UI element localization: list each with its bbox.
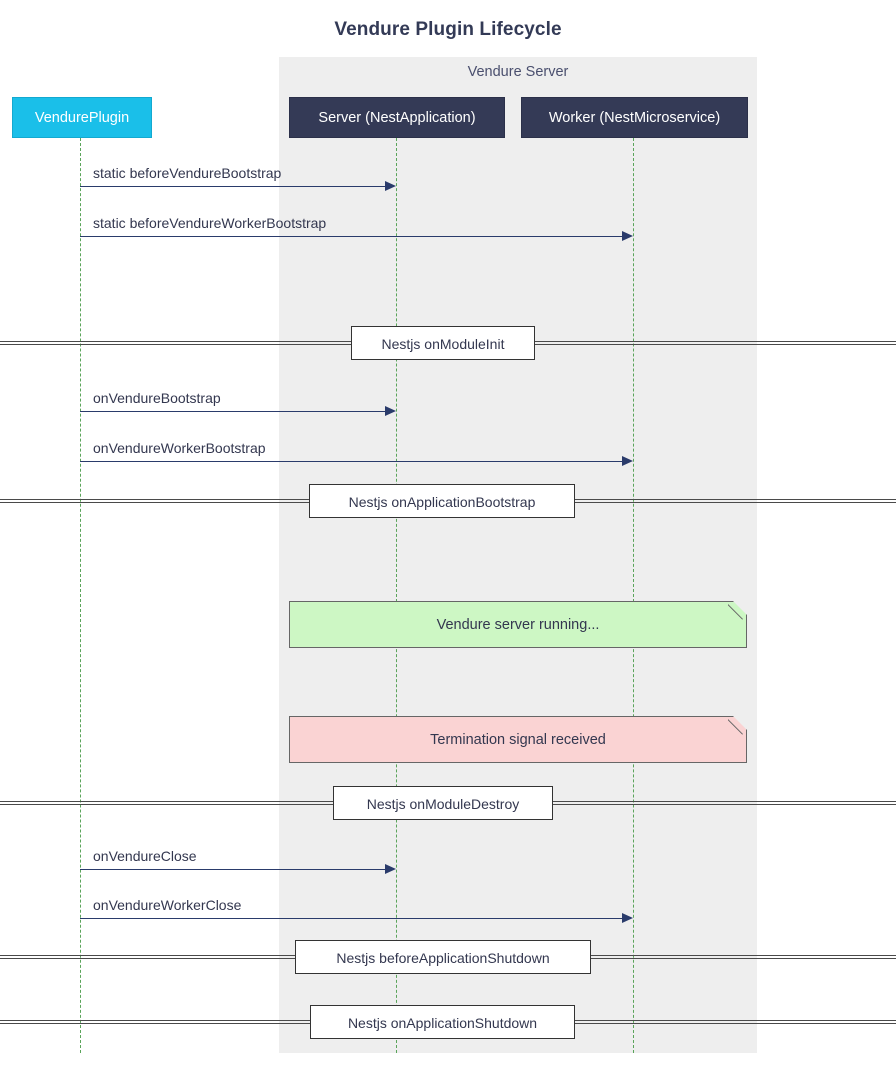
actor-box-worker[interactable]: Worker (NestMicroservice) — [521, 97, 748, 138]
divider-4: Nestjs onApplicationShutdown — [0, 1005, 896, 1039]
arrow-head-icon — [622, 913, 633, 923]
note-fold-edge-icon — [728, 716, 747, 735]
message-line — [80, 186, 387, 187]
actor-box-server[interactable]: Server (NestApplication) — [289, 97, 505, 138]
lifeline-plugin — [80, 138, 81, 1053]
message-label: onVendureWorkerClose — [93, 897, 242, 913]
note-label: Vendure server running... — [436, 617, 600, 633]
group-label-vendure-server: Vendure Server — [467, 64, 569, 80]
note-fold-edge-icon — [728, 601, 747, 620]
message-label: static beforeVendureWorkerBootstrap — [93, 215, 327, 231]
arrow-head-icon — [385, 181, 396, 191]
diagram-title: Vendure Plugin Lifecycle — [334, 19, 562, 40]
message-line — [80, 236, 624, 237]
divider-2: Nestjs onModuleDestroy — [0, 786, 896, 820]
divider-label: Nestjs onApplicationBootstrap — [309, 484, 575, 518]
note-label: Termination signal received — [430, 732, 606, 748]
message-label: static beforeVendureBootstrap — [93, 165, 282, 181]
group-box-vendure-server — [279, 57, 757, 1053]
arrow-head-icon — [385, 406, 396, 416]
actor-box-plugin[interactable]: VendurePlugin — [12, 97, 152, 138]
divider-label: Nestjs beforeApplicationShutdown — [295, 940, 591, 974]
note-green: Vendure server running... — [289, 600, 748, 648]
message-label: onVendureClose — [93, 848, 197, 864]
message-line — [80, 918, 624, 919]
divider-1: Nestjs onApplicationBootstrap — [0, 484, 896, 518]
divider-label: Nestjs onApplicationShutdown — [310, 1005, 575, 1039]
arrow-head-icon — [622, 456, 633, 466]
note-red: Termination signal received — [289, 715, 748, 763]
lifeline-server — [396, 138, 397, 1053]
divider-label: Nestjs onModuleInit — [351, 326, 535, 360]
message-label: onVendureWorkerBootstrap — [93, 440, 266, 456]
arrow-head-icon — [622, 231, 633, 241]
lifeline-worker — [633, 138, 634, 1053]
arrow-head-icon — [385, 864, 396, 874]
divider-0: Nestjs onModuleInit — [0, 326, 896, 360]
divider-label: Nestjs onModuleDestroy — [333, 786, 553, 820]
divider-3: Nestjs beforeApplicationShutdown — [0, 940, 896, 974]
message-line — [80, 461, 624, 462]
message-line — [80, 411, 387, 412]
message-label: onVendureBootstrap — [93, 390, 221, 406]
message-line — [80, 869, 387, 870]
